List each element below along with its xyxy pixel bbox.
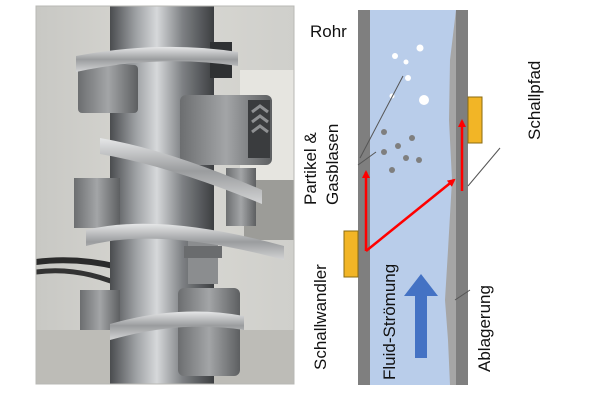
transducer-upper-right <box>467 96 483 144</box>
clamp-strap <box>100 138 262 204</box>
clamp-strap <box>110 311 244 340</box>
leader-sound-path <box>467 147 501 187</box>
label-deposit: Ablagerung <box>475 285 494 372</box>
label-bubbles: Gasblasen <box>323 124 342 205</box>
label-transducer: Schallwandler <box>311 264 330 370</box>
deposit-layer <box>445 10 456 385</box>
particles <box>381 129 422 173</box>
label-pipe: Rohr <box>310 22 347 41</box>
fluid-channel <box>370 10 456 385</box>
leader-deposit <box>454 289 471 301</box>
clamp-strap <box>76 46 238 72</box>
flow-diagram: Rohr Partikel & Gasblasen Schallwandler … <box>301 10 544 385</box>
label-flow: Fluid-Strömung <box>380 264 399 380</box>
leader-bubbles <box>359 75 404 159</box>
transducer-lower-left <box>343 230 359 278</box>
pipe-wall-right <box>456 10 468 385</box>
sound-path-diagonal <box>365 178 456 252</box>
leader-particles <box>357 151 377 166</box>
pipe-wall-left <box>358 10 370 385</box>
sensor-photo <box>0 0 300 410</box>
clamp-strap <box>86 223 284 260</box>
label-particles: Partikel & <box>301 132 320 205</box>
label-sound-path: Schallpfad <box>525 61 544 140</box>
flow-arrow-icon <box>404 274 438 358</box>
